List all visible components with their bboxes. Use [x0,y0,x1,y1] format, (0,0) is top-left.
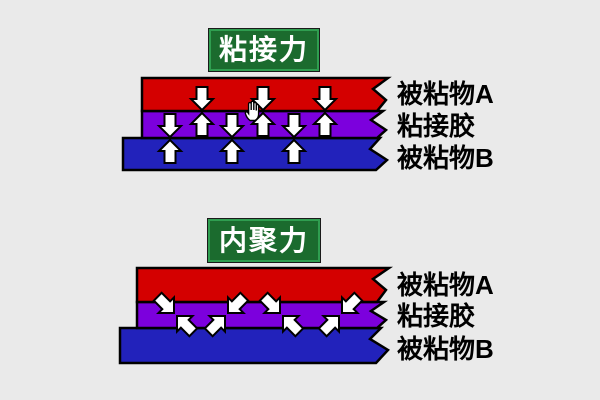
cohesion-title-badge: 内聚力 [207,218,321,263]
label-adherend-b-top: 被粘物B [397,143,494,173]
label-adherend-a-top: 被粘物A [397,79,494,109]
adhesive-layer-bottom [135,300,389,330]
adhesion-title-badge: 粘接力 [208,28,320,72]
adherend-b-layer-bottom [118,326,390,365]
hand-cursor-icon [244,100,260,122]
label-adherend-a-bottom: 被粘物A [397,270,494,300]
label-adherend-b-bottom: 被粘物B [397,334,494,364]
adherend-a-layer-bottom [135,266,394,304]
label-adhesive-top: 粘接胶 [397,111,476,141]
label-adhesive-bottom: 粘接胶 [397,301,476,331]
adherend-b-layer-top [121,136,390,172]
